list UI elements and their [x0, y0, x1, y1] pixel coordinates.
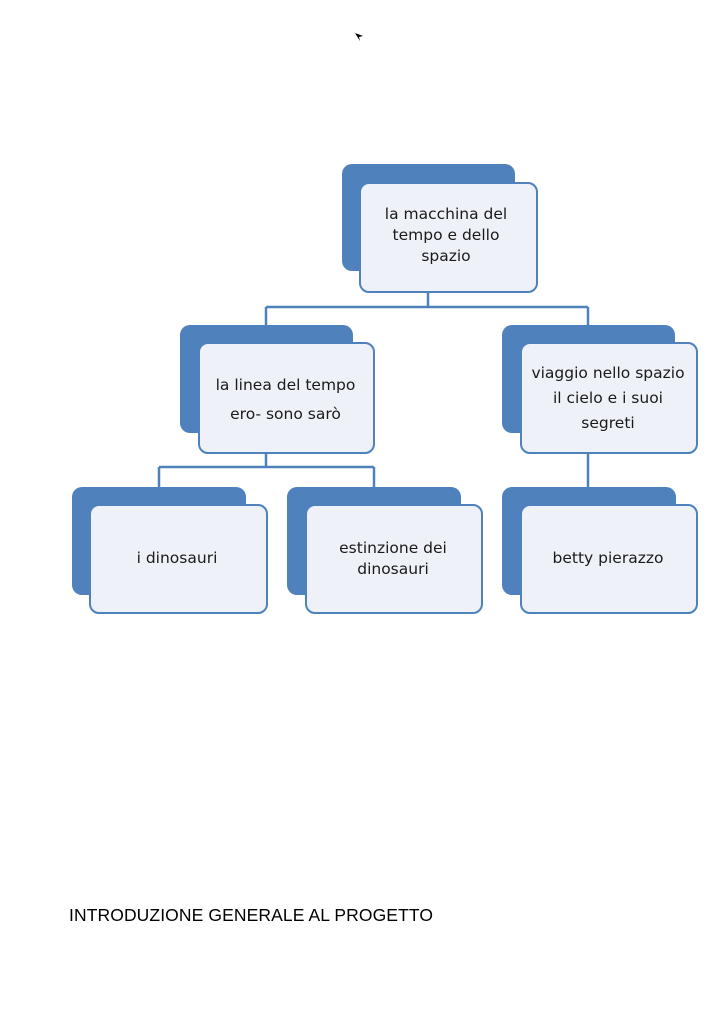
node-leaf2-front	[305, 504, 483, 614]
node-root-label: la macchina del tempo e dello spazio	[384, 205, 508, 265]
node-left-label: la linea del tempo ero- sono sarò	[215, 376, 356, 423]
node-left-front	[198, 342, 375, 454]
section-heading: INTRODUZIONE GENERALE AL PROGETTO	[69, 905, 434, 925]
node-leaf2-label: estinzione dei dinosauri	[339, 539, 447, 578]
cursor-arrow-icon	[355, 33, 363, 41]
node-leaf3-label: betty pierazzo	[552, 549, 664, 567]
node-leaf1-label: i dinosauri	[136, 549, 218, 567]
node-leaf3-front	[520, 504, 698, 614]
node-right-front	[520, 342, 698, 454]
node-right-label: viaggio nello spazio il cielo e i suoi s…	[531, 364, 685, 432]
node-root-front	[359, 182, 538, 293]
node-leaf1-front	[89, 504, 268, 614]
